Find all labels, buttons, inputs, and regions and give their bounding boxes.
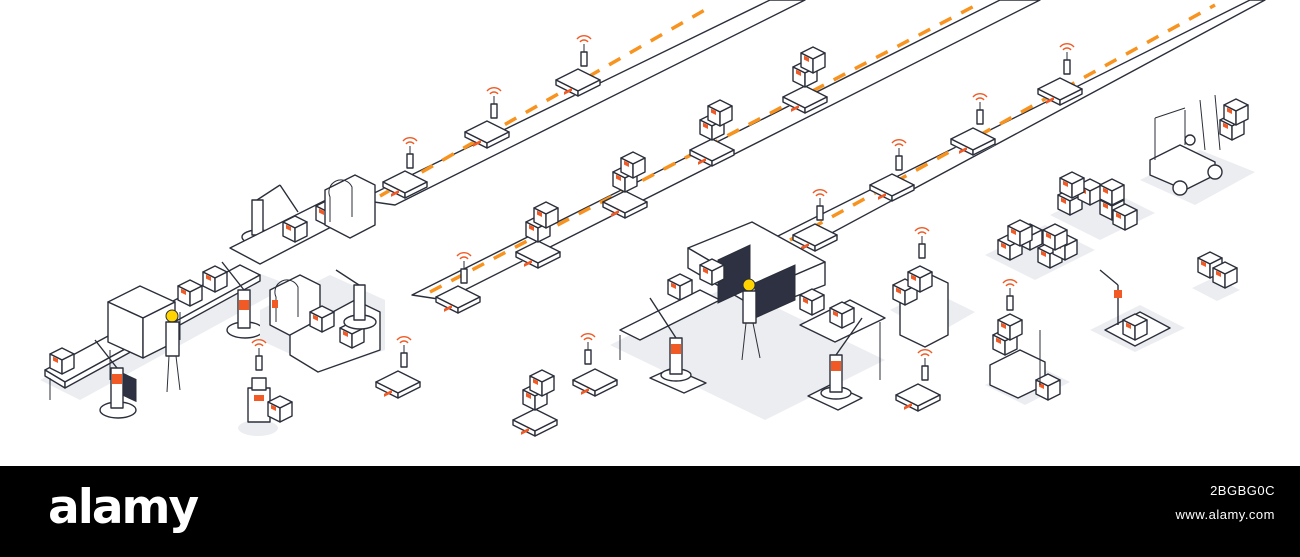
robot-arm-pallet bbox=[1090, 269, 1185, 352]
pallet-stack bbox=[985, 219, 1095, 280]
production-line-left bbox=[40, 174, 385, 419]
pallet-stack bbox=[1050, 171, 1155, 240]
watermark-bar: alamy 2BGBG0C www.alamy.com bbox=[0, 466, 1300, 557]
pallet-jack-robot bbox=[890, 226, 975, 348]
control-station bbox=[610, 221, 886, 420]
stock-logo: alamy bbox=[48, 480, 199, 535]
isometric-warehouse-illustration bbox=[40, 0, 1266, 438]
stock-url: www.alamy.com bbox=[1175, 507, 1275, 522]
conveyor-rail-top bbox=[359, 0, 806, 206]
forklift bbox=[1140, 94, 1255, 205]
pallet-small bbox=[1192, 251, 1240, 301]
service-robot bbox=[238, 338, 293, 436]
agv-with-boxes bbox=[512, 369, 558, 438]
autonomous-forklift bbox=[985, 278, 1070, 405]
image-id: 2BGBG0C bbox=[1210, 483, 1275, 498]
conveyor-rail-right bbox=[769, 0, 1266, 251]
